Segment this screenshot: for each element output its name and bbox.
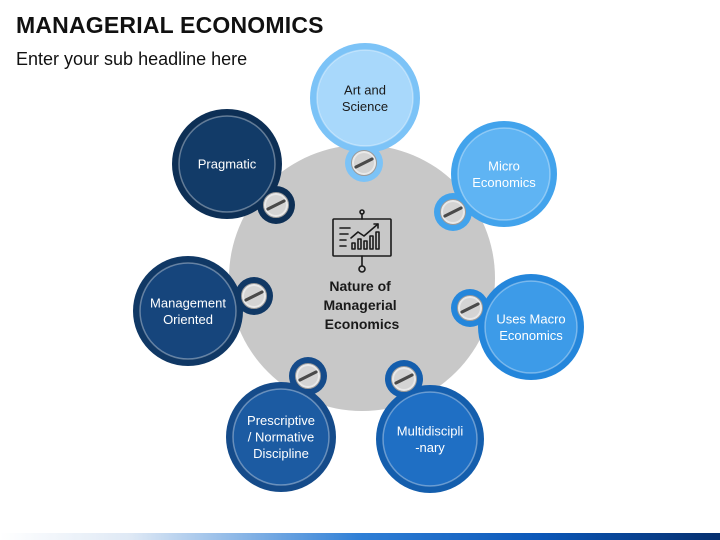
node-bubble (382, 391, 478, 487)
node-pragmatic: Pragmatic (172, 109, 295, 224)
node-label: Pragmatic (198, 157, 257, 172)
node-bubble (316, 49, 414, 147)
node-label: Multidiscipli-nary (397, 423, 464, 455)
bottom-gradient-bar (0, 533, 720, 540)
node-bubble (178, 115, 276, 213)
center-label: Nature of Managerial Economics (323, 278, 400, 332)
center-circle (229, 145, 495, 411)
screw-icon (351, 150, 377, 176)
screw-icon (391, 366, 417, 392)
page-subtitle: Enter your sub headline here (16, 49, 248, 69)
node-bubble (232, 388, 330, 486)
page-title: MANAGERIAL ECONOMICS (16, 12, 324, 38)
node-bubble (139, 262, 237, 360)
node-bubble (484, 280, 578, 374)
screw-icon (241, 283, 267, 309)
screw-icon (457, 295, 483, 321)
screw-icon (295, 363, 321, 389)
node-multidisciplinary: Multidiscipli-nary (376, 360, 484, 493)
node-bubble (457, 127, 551, 221)
presentation-chart-icon (332, 209, 392, 273)
screw-icon (263, 192, 289, 218)
screw-icon (440, 199, 466, 225)
